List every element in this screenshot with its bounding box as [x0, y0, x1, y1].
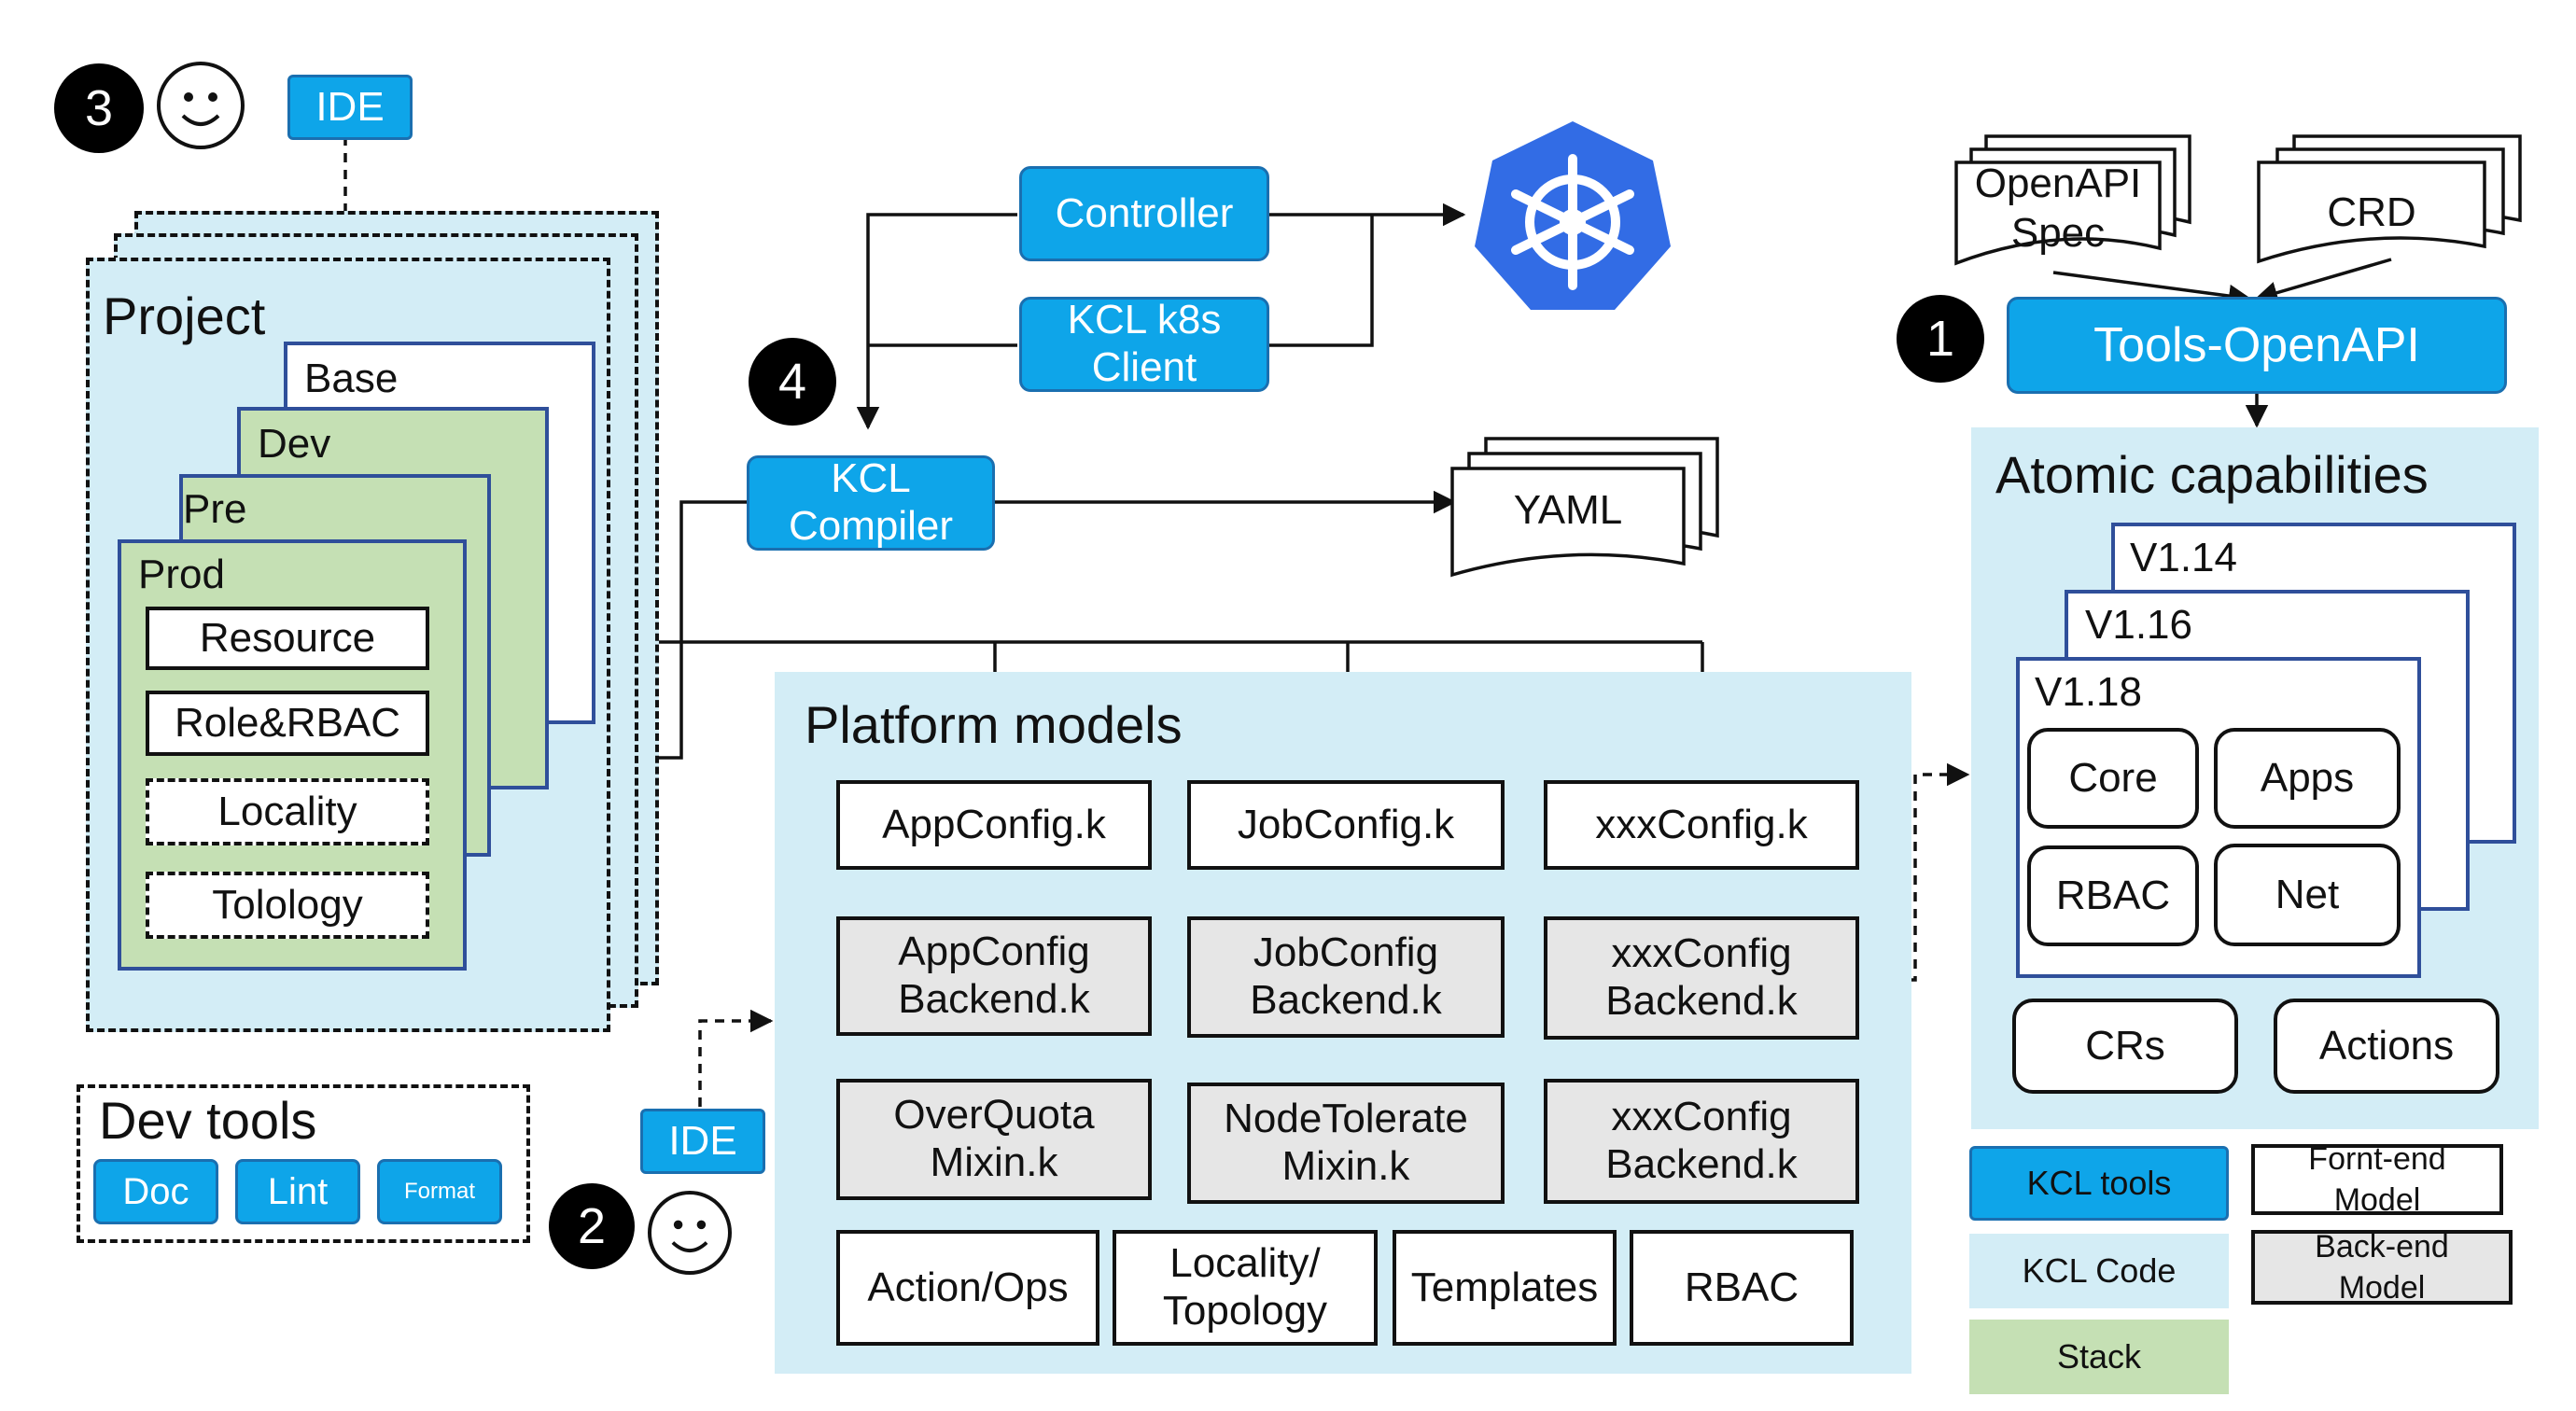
- dev-tools-title: Dev tools: [99, 1091, 317, 1150]
- templates-box: Templates: [1393, 1230, 1617, 1346]
- nodetolerate-mixin-box: NodeTolerate Mixin.k: [1187, 1083, 1505, 1204]
- resource-box: Resource: [146, 607, 429, 670]
- kcl-compiler-button[interactable]: KCL Compiler: [747, 455, 995, 551]
- core-box: Core: [2027, 728, 2199, 829]
- yaml-label: YAML: [1513, 486, 1623, 533]
- jobconfig-backend-box: JobConfig Backend.k: [1187, 916, 1505, 1038]
- xxxconfig-backend-box: xxxConfig Backend.k: [1544, 916, 1859, 1040]
- locality-topology-box: Locality/ Topology: [1113, 1230, 1378, 1346]
- appconfig-backend-box: AppConfig Backend.k: [836, 916, 1152, 1036]
- layer-dev-label: Dev: [258, 421, 331, 467]
- badge-two: 2: [549, 1183, 635, 1269]
- smiley-face-icon: [157, 62, 245, 149]
- xxxconfig-backend-box-2: xxxConfig Backend.k: [1544, 1079, 1859, 1204]
- tools-openapi-button[interactable]: Tools-OpenAPI: [2007, 297, 2507, 394]
- openapi-spec-label: OpenAPI Spec: [1974, 161, 2142, 256]
- crs-box: CRs: [2012, 999, 2238, 1094]
- badge-one: 1: [1897, 295, 1984, 383]
- version-v114-label: V1.14: [2130, 535, 2237, 580]
- legend-kcl-code: KCL Code: [1969, 1234, 2229, 1308]
- badge-three: 3: [54, 63, 144, 153]
- ide-bottom-button[interactable]: IDE: [640, 1109, 765, 1174]
- badge-four: 4: [749, 338, 836, 426]
- apps-box: Apps: [2214, 728, 2401, 829]
- legend-frontend-model: Fornt-end Model: [2251, 1144, 2503, 1215]
- actions-box: Actions: [2274, 999, 2499, 1094]
- controller-button[interactable]: Controller: [1019, 166, 1269, 261]
- version-v118-label: V1.18: [2035, 669, 2142, 715]
- kubernetes-helm-icon: [1475, 121, 1671, 310]
- doc-button[interactable]: Doc: [93, 1159, 218, 1224]
- layer-base-label: Base: [304, 356, 399, 401]
- legend-kcl-tools: KCL tools: [1969, 1146, 2229, 1221]
- k8s-client-button[interactable]: KCL k8s Client: [1019, 297, 1269, 392]
- layer-prod-label: Prod: [138, 552, 225, 597]
- version-v116-label: V1.16: [2085, 602, 2192, 648]
- crd-label: CRD: [2327, 189, 2416, 235]
- project-title: Project: [103, 286, 266, 345]
- appconfig-frontend-box: AppConfig.k: [836, 780, 1152, 870]
- role-rbac-box: Role&RBAC: [146, 691, 429, 756]
- lint-button[interactable]: Lint: [235, 1159, 360, 1224]
- format-button[interactable]: Format: [377, 1159, 502, 1224]
- platform-models-title: Platform models: [805, 695, 1183, 754]
- legend-stack: Stack: [1969, 1320, 2229, 1394]
- layer-pre-label: Pre: [183, 486, 247, 532]
- net-box: Net: [2214, 844, 2401, 946]
- xxxconfig-frontend-box: xxxConfig.k: [1544, 780, 1859, 870]
- overquota-mixin-box: OverQuota Mixin.k: [836, 1079, 1152, 1200]
- atomic-capabilities-title: Atomic capabilities: [1995, 445, 2429, 504]
- locality-box: Locality: [146, 778, 429, 845]
- rbac-platform-box: RBAC: [1630, 1230, 1854, 1346]
- jobconfig-frontend-box: JobConfig.k: [1187, 780, 1505, 870]
- ide-top-button[interactable]: IDE: [287, 75, 413, 140]
- action-ops-box: Action/Ops: [836, 1230, 1099, 1346]
- tolology-box: Tolology: [146, 872, 429, 939]
- smiley-face-icon: [648, 1191, 732, 1275]
- rbac-atomic-box: RBAC: [2027, 845, 2199, 946]
- legend-backend-model: Back-end Model: [2251, 1230, 2513, 1305]
